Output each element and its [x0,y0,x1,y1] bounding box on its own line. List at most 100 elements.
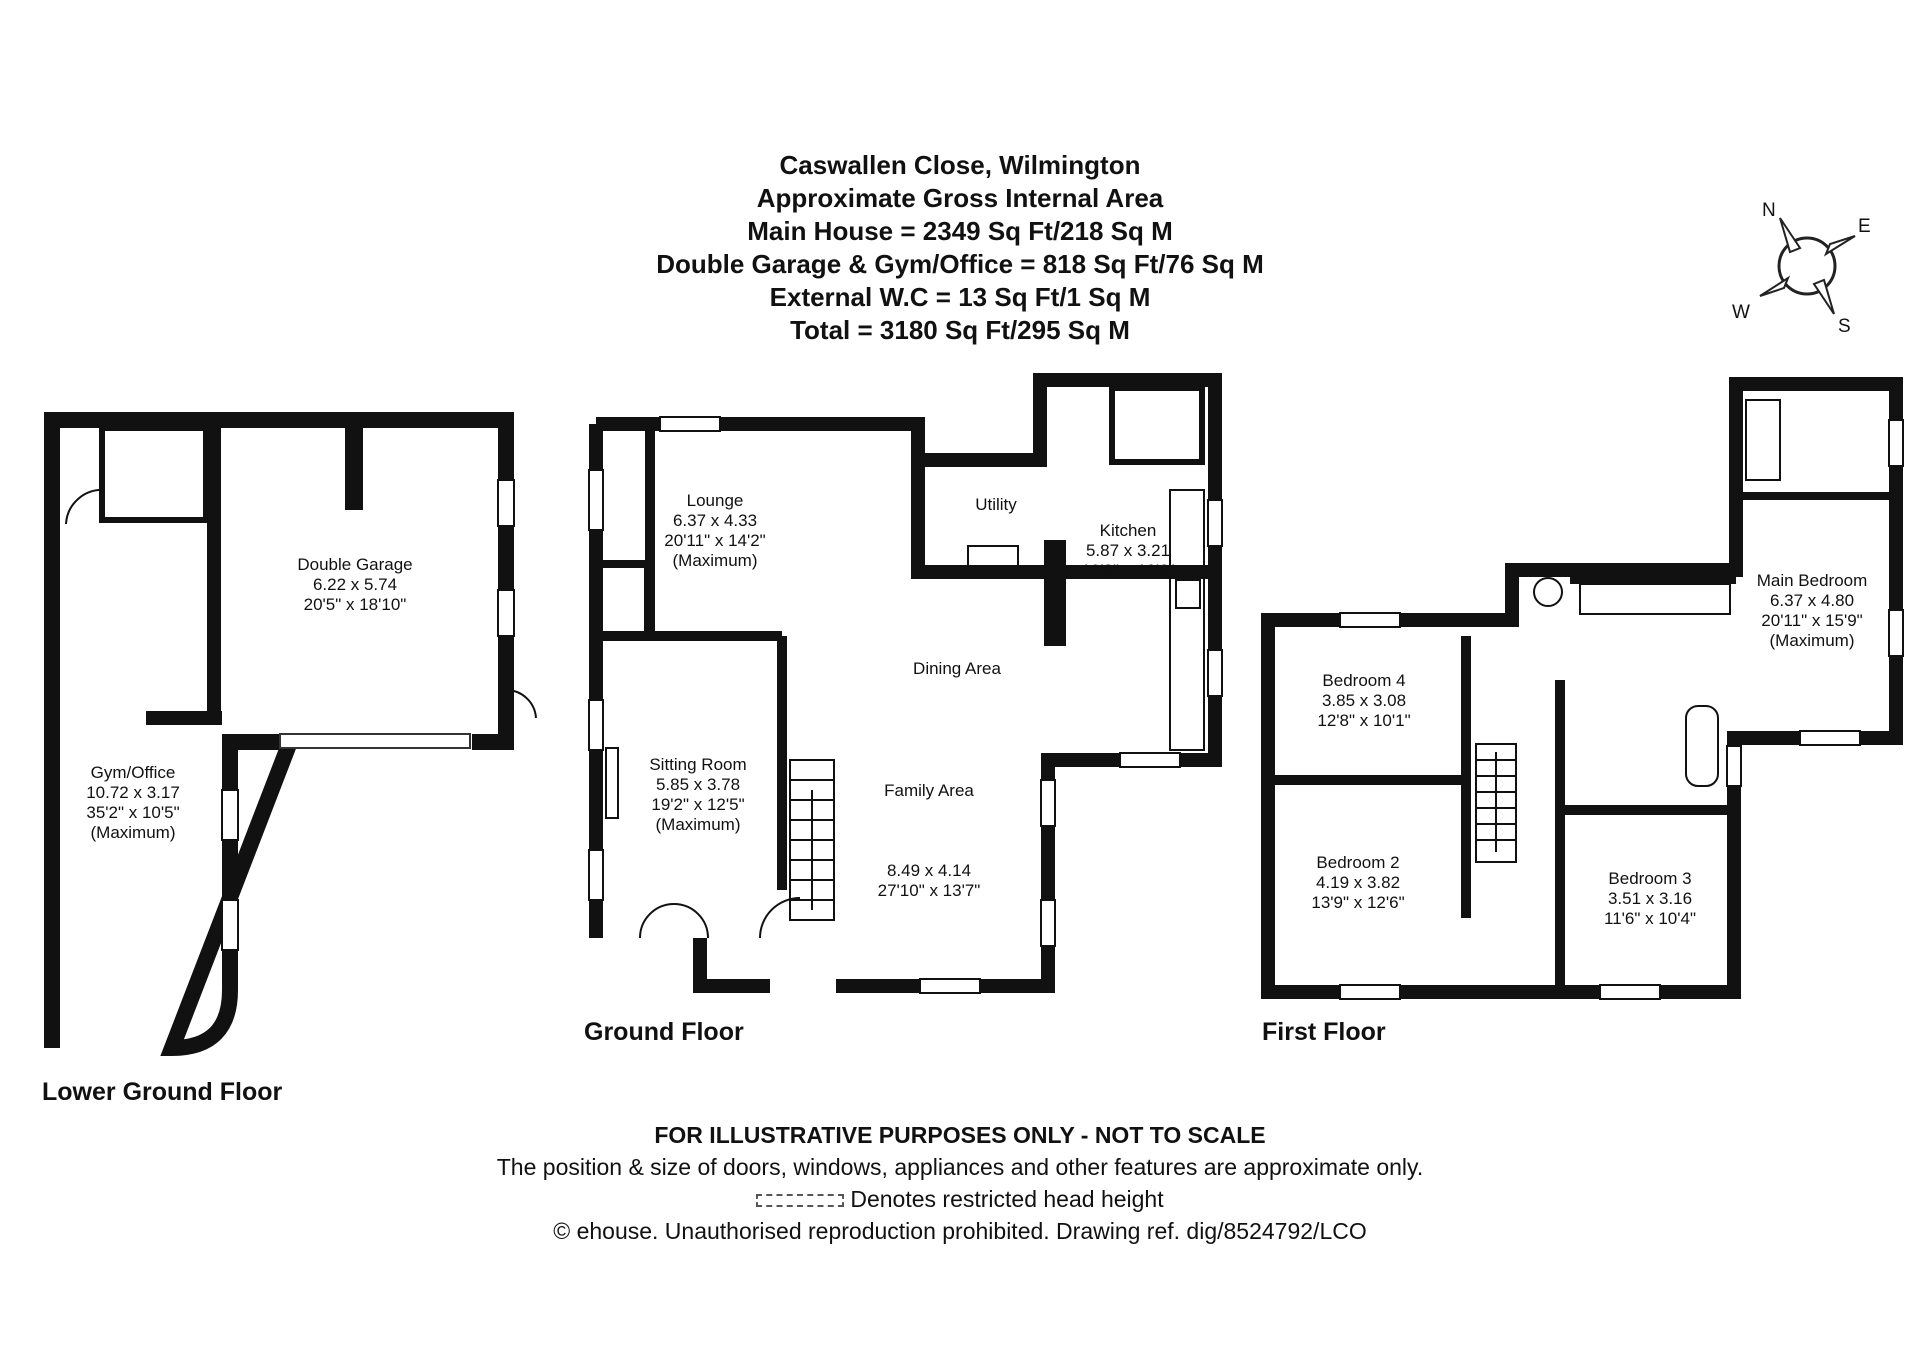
utility-label: Utility [975,495,1017,514]
lounge-dims-m: 6.37 x 4.33 [673,511,757,530]
area-subtitle: Approximate Gross Internal Area [756,183,1164,213]
total-area: Total = 3180 Sq Ft/295 Sq M [790,315,1130,345]
garage-gym-area: Double Garage & Gym/Office = 818 Sq Ft/7… [656,249,1264,279]
lounge-label: Lounge [687,491,744,510]
ff-outer-wall [1261,377,1903,999]
ff-window-4 [1799,730,1861,746]
kitchen-label: Kitchen [1100,521,1157,540]
gf-window-4 [588,849,604,901]
family-label: Family Area [884,781,974,800]
kitchen-dims-ft: 19'3" x 10'6" [1081,561,1174,580]
compass-needle-w [1759,275,1791,297]
lg-window-4 [221,899,239,951]
gym-label: Gym/Office [91,763,176,782]
dashed-line-icon [756,1194,845,1208]
bedroom4-dims-m: 3.85 x 3.08 [1322,691,1406,710]
compass-w: W [1732,302,1750,323]
first-floor-plan [1261,377,1904,1000]
gf-window-2 [588,469,604,531]
bedroom3-dims-m: 3.51 x 3.16 [1608,889,1692,908]
gf-window-8 [1040,779,1056,827]
family-dims-m: 8.49 x 4.14 [887,861,971,880]
bedroom2-dims-m: 4.19 x 3.82 [1316,873,1400,892]
bedroom3-label: Bedroom 3 [1608,869,1691,888]
compass-needle-n [1779,217,1802,254]
dining-label: Dining Area [913,659,1001,678]
ff-wardrobe [1579,583,1731,615]
utility-sink [967,545,1019,569]
ground-floor-name: Ground Floor [584,1018,744,1046]
ff-window-3 [1599,984,1661,1000]
gf-window-1 [659,416,721,432]
gym-dims-ft: 35'2" x 10'5" [86,803,179,822]
kitchen-dims-m: 5.87 x 3.21 [1086,541,1170,560]
legend-label: Denotes restricted head height [850,1186,1164,1212]
gf-wc-room [1109,385,1205,465]
gf-window-3 [588,699,604,751]
compass-needle-e [1823,235,1856,257]
compass-s: S [1838,316,1851,337]
sitting-label: Sitting Room [649,755,746,774]
main-bedroom-label: Main Bedroom [1757,571,1868,590]
kitchen-counter [1169,489,1205,751]
ff-staircase [1475,743,1517,863]
ext-wc [592,560,652,640]
ff-shower [1745,399,1781,481]
plan-title: Caswallen Close, Wilmington [779,150,1141,180]
bedroom3-dims-ft: 11'6" x 10'4" [1604,909,1696,928]
ff-bath [1685,705,1719,787]
main-bedroom-dims-m: 6.37 x 4.80 [1770,591,1854,610]
gf-window-7 [1119,752,1181,768]
gf-window-6 [1207,649,1223,697]
ff-window-7 [1726,745,1742,787]
gf-staircase [789,759,835,921]
lg-wc-block [99,425,209,523]
disclaimer: FOR ILLUSTRATIVE PURPOSES ONLY - NOT TO … [654,1122,1266,1148]
lounge-maximum: (Maximum) [673,551,758,570]
bedroom2-label: Bedroom 2 [1316,853,1399,872]
gf-fireplace [605,747,619,819]
main-bedroom-dims-ft: 20'11" x 15'9" [1761,611,1862,630]
sitting-maximum: (Maximum) [656,815,741,834]
lower-ground-floor-name: Lower Ground Floor [42,1078,283,1106]
external-wc-area: External W.C = 13 Sq Ft/1 Sq M [769,282,1151,312]
garage-dims-m: 6.22 x 5.74 [313,575,397,594]
kitchen-hob [1175,579,1201,609]
lg-window-1 [497,479,515,527]
ff-window-5 [1888,419,1904,467]
gf-window-5 [1207,499,1223,547]
gym-dims-m: 10.72 x 3.17 [86,783,180,802]
gf-window-9 [1040,899,1056,947]
compass-ring [1777,236,1837,296]
gf-french-doors [639,903,709,939]
gym-maximum: (Maximum) [91,823,176,842]
ff-window-6 [1888,609,1904,657]
family-dims-ft: 27'10" x 13'7" [878,881,981,900]
bedroom2-dims-ft: 13'9" x 12'6" [1311,893,1404,912]
lounge-dims-ft: 20'11" x 14'2" [664,531,765,550]
lg-window-2 [497,589,515,637]
gf-front-door [759,897,801,939]
garage-dims-ft: 20'5" x 18'10" [304,595,407,614]
ff-cylinder [1533,577,1563,607]
lg-window-3 [221,789,239,841]
main-bedroom-maximum: (Maximum) [1770,631,1855,650]
ff-window-1 [1339,612,1401,628]
garage-door [279,733,471,749]
bedroom4-label: Bedroom 4 [1322,671,1405,690]
restricted-height-legend: Denotes restricted head height [0,1186,1920,1213]
compass-needle-s [1812,278,1835,315]
sitting-dims-ft: 19'2" x 12'5" [651,795,744,814]
first-floor-name: First Floor [1262,1018,1386,1046]
main-house-area: Main House = 2349 Sq Ft/218 Sq M [747,216,1173,246]
ff-window-2 [1339,984,1401,1000]
garage-label: Double Garage [297,555,412,574]
bedroom4-dims-ft: 12'8" x 10'1" [1317,711,1410,730]
lg-door-swing [505,688,537,719]
lower-ground-floor-plan [44,412,537,1057]
copyright: © ehouse. Unauthorised reproduction proh… [553,1218,1367,1244]
compass-e: E [1858,216,1871,237]
compass-n: N [1762,200,1776,221]
ground-floor-plan [588,373,1223,994]
